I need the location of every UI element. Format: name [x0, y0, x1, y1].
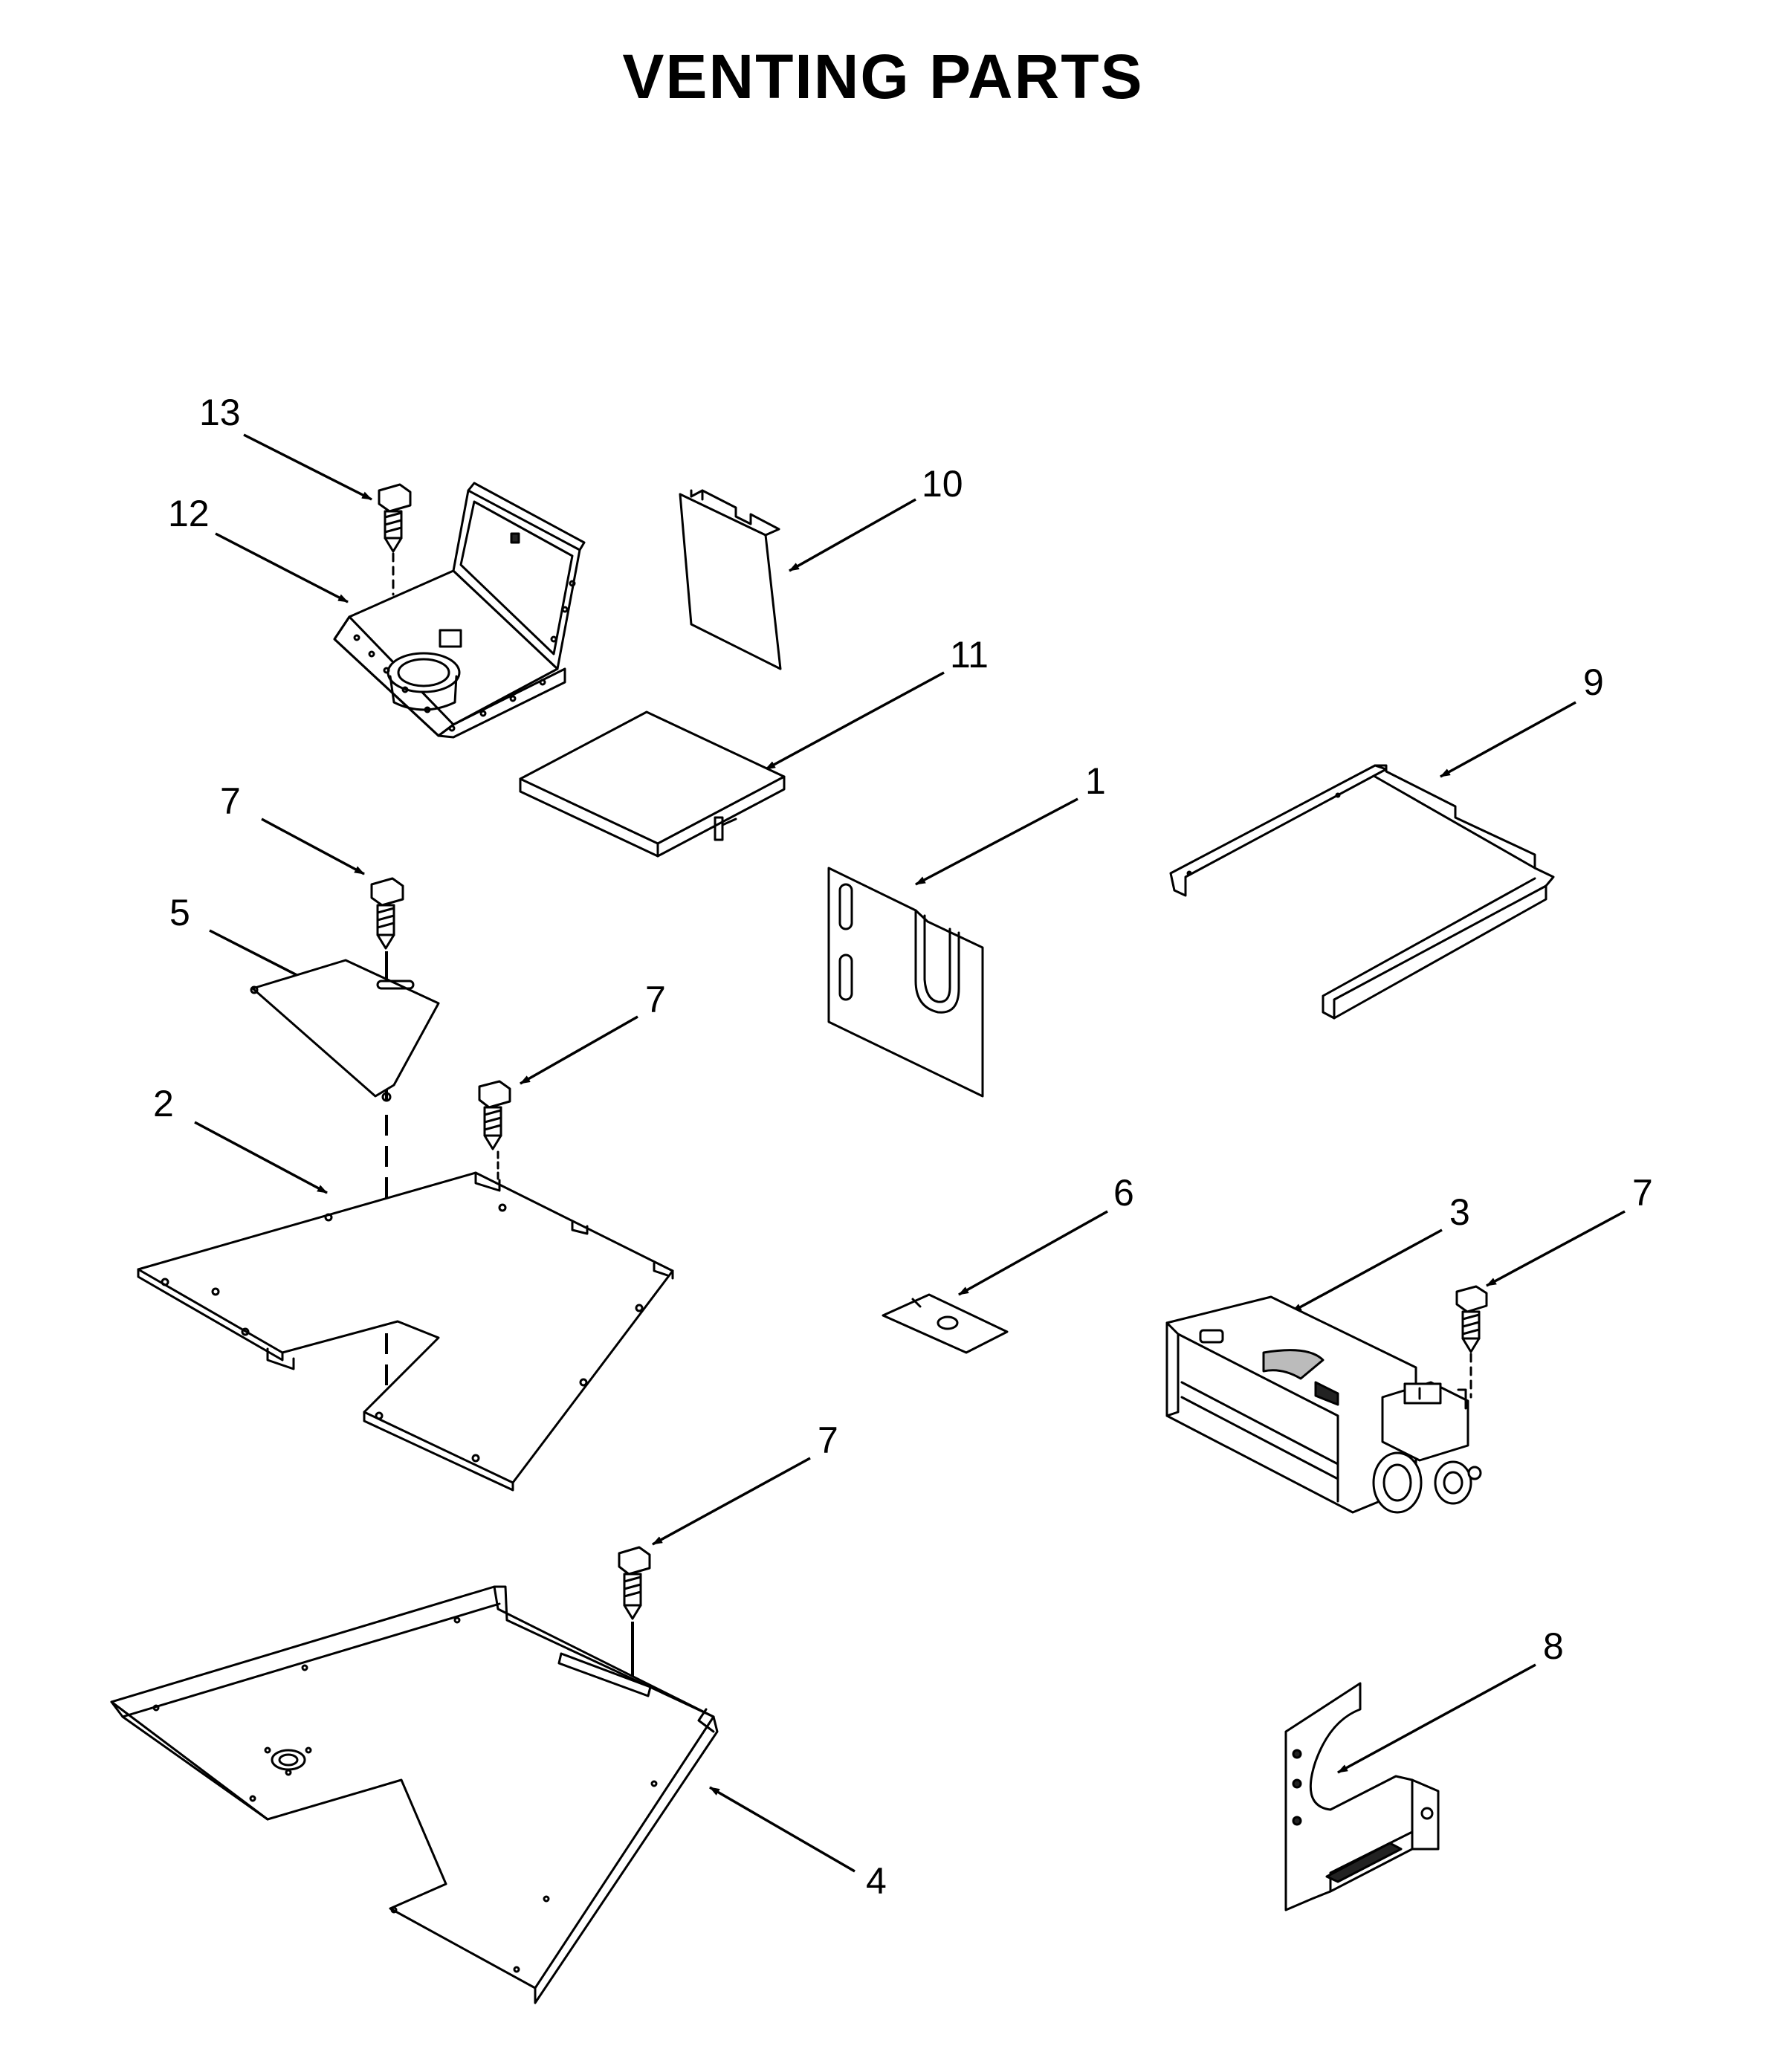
diagram-title: VENTING PARTS — [622, 42, 1144, 111]
screw-7-bottom-icon — [618, 1546, 651, 1620]
screw-7-middle-icon — [478, 1080, 511, 1183]
leader-7-bottom — [652, 1457, 811, 1546]
callout-12: 12 — [168, 493, 210, 534]
plate-6-icon — [882, 1293, 1009, 1354]
callout-7-top: 7 — [220, 780, 241, 822]
leader-4 — [709, 1786, 855, 1873]
callout-8: 8 — [1543, 1625, 1564, 1667]
leader-7-top — [261, 818, 365, 875]
screw-7-top-icon — [370, 877, 404, 950]
callout-7-bottom: 7 — [818, 1419, 838, 1461]
leader-13 — [243, 433, 372, 501]
bottom-panel-4-icon — [110, 1585, 719, 2004]
callout-3: 3 — [1449, 1191, 1470, 1233]
callout-11: 11 — [950, 634, 989, 676]
callout-4: 4 — [866, 1860, 887, 1902]
callout-7-middle: 7 — [645, 979, 666, 1020]
leader-1 — [915, 797, 1078, 886]
screw-7-right-icon — [1455, 1285, 1488, 1399]
leader-2 — [194, 1121, 328, 1194]
leader-11 — [765, 671, 945, 771]
leader-7-middle — [520, 1015, 638, 1085]
leader-lines — [194, 433, 1626, 1873]
callout-9: 9 — [1583, 661, 1604, 703]
callout-1: 1 — [1085, 760, 1106, 802]
heat-shield-11-icon — [519, 710, 786, 858]
vent-frame-9-icon — [1169, 764, 1555, 1020]
leader-3 — [1291, 1228, 1443, 1313]
vent-duct-assembly-12-icon — [333, 482, 586, 739]
bracket-1-icon — [827, 867, 984, 1098]
leader-10 — [789, 498, 916, 572]
callout-labels: 13 12 10 11 9 1 7 5 7 2 6 3 7 7 8 4 — [153, 392, 1653, 1902]
leader-7-right — [1486, 1210, 1626, 1287]
motor-bracket-8-icon — [1284, 1682, 1440, 1911]
callout-13: 13 — [199, 392, 241, 433]
leader-12 — [215, 532, 349, 603]
leader-8 — [1337, 1663, 1536, 1774]
leader-9 — [1440, 701, 1576, 778]
plate-5-icon — [250, 959, 440, 1102]
callout-6: 6 — [1113, 1172, 1134, 1214]
callout-5: 5 — [169, 892, 190, 933]
callout-10: 10 — [922, 463, 963, 505]
screw-13-icon — [378, 483, 412, 596]
damper-motor-3-icon — [1165, 1295, 1482, 1514]
base-plate-2-icon — [137, 1171, 674, 1492]
callout-7-right: 7 — [1632, 1172, 1653, 1214]
leader-6 — [958, 1210, 1108, 1296]
callout-2: 2 — [153, 1083, 174, 1124]
vent-plate-10-icon — [679, 489, 782, 670]
